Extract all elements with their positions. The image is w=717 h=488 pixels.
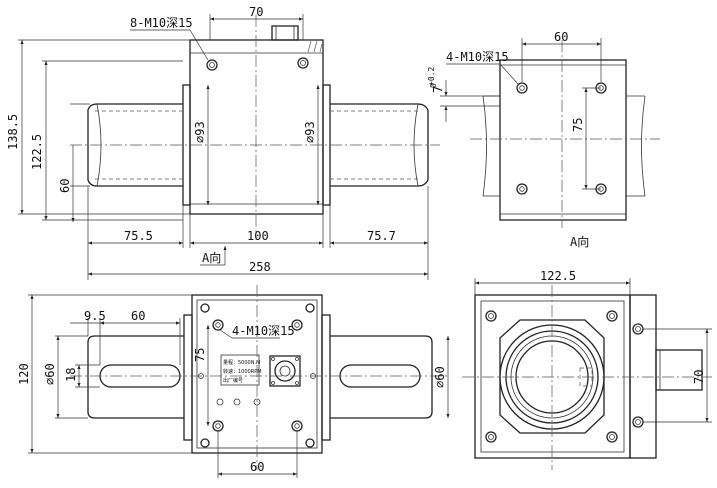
dim-total-length: 258 bbox=[249, 260, 271, 274]
front-view: 70 8-M10深15 138.5 122.5 60 ⌀93 ⌀93 7 bbox=[6, 5, 440, 280]
front-hole-left bbox=[206, 59, 218, 71]
side-hole-3 bbox=[516, 183, 528, 195]
dim-dia-left: ⌀93 bbox=[193, 121, 207, 143]
dim-shaft-left: 75.5 bbox=[124, 229, 153, 243]
top-thread-label: 4-M10深15 bbox=[232, 324, 295, 338]
nameplate-line2: 转速：1000RPM bbox=[223, 368, 262, 375]
front-shaft-right bbox=[330, 103, 429, 187]
side-dim-tolerance-upper: +0.2 bbox=[427, 67, 436, 86]
dim-body-width: 100 bbox=[247, 229, 269, 243]
top-shaft-right bbox=[330, 335, 433, 419]
side-thread-label: 4-M10深15 bbox=[446, 50, 509, 64]
top-connector bbox=[269, 355, 301, 387]
side-view: 60 4-M10深15 7 0 +0.2 75 A向 bbox=[427, 30, 660, 249]
dim-shaft-right: 75.7 bbox=[367, 229, 396, 243]
front-shaft-left bbox=[87, 103, 183, 187]
side-hole-1 bbox=[516, 82, 528, 94]
thread-label-top: 8-M10深15 bbox=[130, 16, 193, 30]
nameplate-line3: 出厂编号 bbox=[223, 377, 243, 384]
view-arrow-label: A向 bbox=[202, 250, 221, 265]
top-dim-key-width: 18 bbox=[64, 368, 78, 382]
side-dim-hole-x: 60 bbox=[554, 30, 568, 44]
top-shaft-left bbox=[87, 335, 184, 419]
dim-height-inner: 122.5 bbox=[30, 134, 44, 170]
side-caption: A向 bbox=[570, 234, 589, 249]
dim-height-total: 138.5 bbox=[6, 114, 20, 150]
end-view: 122.5 70 bbox=[462, 269, 712, 470]
top-dim-dia-right: ⌀60 bbox=[433, 366, 447, 388]
dim-shaft-height: 60 bbox=[58, 179, 72, 193]
side-dim-tolerance-base: 7 bbox=[431, 86, 445, 93]
top-dim-keyway-offset: 9.5 bbox=[84, 309, 106, 323]
top-dim-dia-left: ⌀60 bbox=[43, 363, 57, 385]
top-dim-height: 120 bbox=[17, 363, 31, 385]
top-view: 量程：5000N.M 转速：1000RPM 出厂编号 9.5 60 4-M10深… bbox=[17, 285, 450, 478]
side-dim-tolerance-lower: 0 bbox=[429, 83, 438, 88]
top-dim-hole-y: 75 bbox=[193, 348, 207, 362]
dim-width-top: 70 bbox=[249, 5, 263, 19]
end-dim-width: 122.5 bbox=[540, 269, 576, 283]
front-hole-right bbox=[297, 57, 309, 69]
top-dim-keyway-length: 60 bbox=[131, 309, 145, 323]
nameplate bbox=[220, 354, 260, 386]
end-connector bbox=[655, 349, 703, 391]
side-body bbox=[499, 59, 627, 221]
end-mount-hole-bottom bbox=[632, 416, 644, 428]
nameplate-line1: 量程：5000N.M bbox=[223, 359, 260, 366]
dim-dia-right: ⌀93 bbox=[303, 121, 317, 143]
end-bore-housing bbox=[499, 319, 605, 434]
side-dim-hole-y: 75 bbox=[571, 118, 585, 132]
end-dim-hole-spacing: 70 bbox=[692, 370, 706, 384]
end-mount-hole-top bbox=[632, 323, 644, 335]
top-dim-hole-x: 60 bbox=[250, 460, 264, 474]
front-connector bbox=[271, 25, 299, 41]
